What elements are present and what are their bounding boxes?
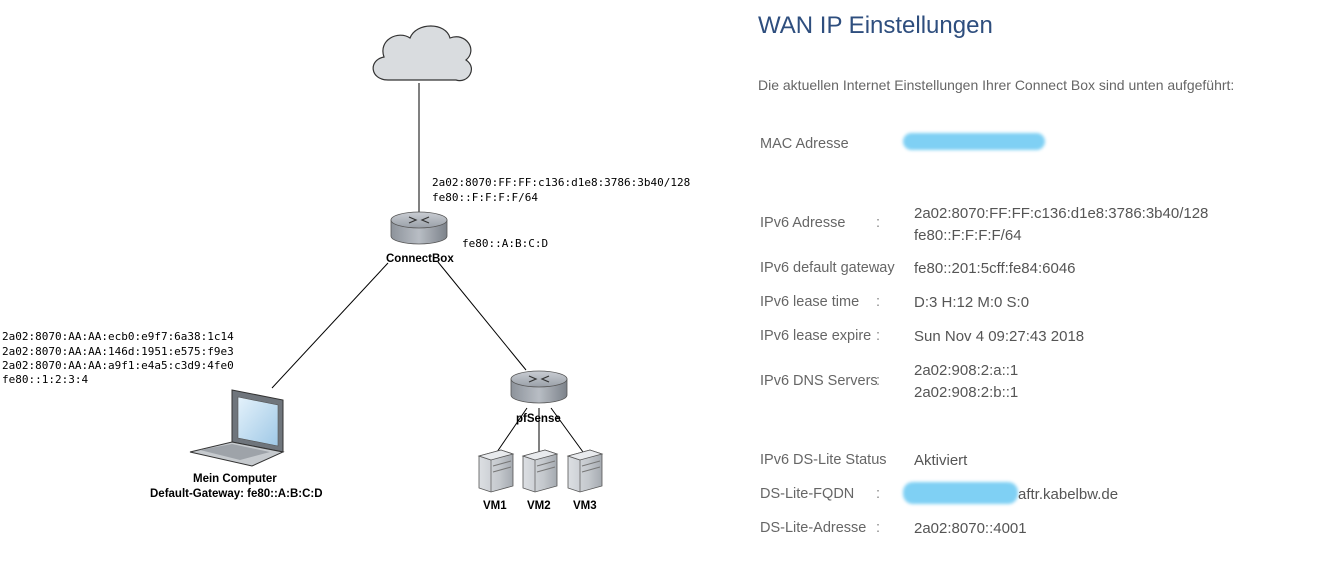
link-pfsense-vm1 [496,407,528,453]
redacted-mac-value [903,133,1045,150]
panel-intro: Die aktuellen Internet Einstellungen Ihr… [758,77,1235,93]
separator: : [876,520,881,536]
router-icon [390,211,448,245]
computer-address-1: 2a02:8070:AA:AA:ecb0:e9f7:6a38:1c14 [2,330,234,343]
ipv6-dns-value: 2a02:908:2:a::1 [914,362,1019,379]
ipv6-address-values: 2a02:8070:FF:FF:c136:d1e8:3786:3b40/128 … [914,203,1208,247]
connectbox-lan-address: fe80::A:B:C:D [462,237,548,250]
computer-address-3: 2a02:8070:AA:AA:a9f1:e4a5:c3d9:4fe0 [2,359,234,372]
server-icon [477,449,515,493]
cloud-icon [372,25,472,82]
ipv6-address-value: fe80::F:F:F:F/64 [914,227,1022,244]
dslite-status-label: IPv6 DS-Lite Status [760,452,887,468]
separator: : [876,260,881,276]
separator: : [876,486,881,502]
computer-gateway-label: Default-Gateway: fe80::A:B:C:D [150,488,323,500]
ipv6-address-label: IPv6 Adresse [760,215,846,231]
server-icon [521,449,559,493]
ipv6-address-value: 2a02:8070:FF:FF:c136:d1e8:3786:3b40/128 [914,205,1209,222]
computer-address-4: fe80::1:2:3:4 [2,373,88,386]
page-title: WAN IP Einstellungen [758,12,993,39]
dslite-status-value: Aktiviert [914,452,968,469]
network-diagram: ConnectBox 2a02:8070:FF:FF:c136:d1e8:378… [2,25,690,512]
ipv6-lease-expire-value: Sun Nov 4 09:27:43 2018 [914,328,1085,345]
computer-address-2: 2a02:8070:AA:AA:146d:1951:e575:f9e3 [2,345,234,358]
ipv6-gateway-label: IPv6 default gateway [760,260,895,276]
connectbox-wan-line-2: fe80::F:F:F:F/64 [432,191,538,204]
vm3-label: VM3 [573,500,597,512]
ipv6-lease-time-label: IPv6 lease time [760,294,860,310]
separator: : [876,452,881,468]
redacted-fqdn-prefix [903,482,1018,504]
dslite-fqdn-label: DS-Lite-FQDN [760,486,855,502]
network-links [271,83,584,453]
connectbox-wan-line-1: 2a02:8070:FF:FF:c136:d1e8:3786:3b40/128 [432,176,690,189]
ipv6-dns-label: IPv6 DNS Servers [760,373,878,389]
mac-address-label: MAC Adresse [760,136,849,152]
link-pfsense-vm3 [550,407,584,453]
pfsense-label: pfSense [516,413,561,425]
wan-ip-settings-panel: WAN IP Einstellungen Die aktuellen Inter… [758,0,1318,564]
server-icon [566,449,604,493]
dslite-address-label: DS-Lite-Adresse [760,520,867,536]
separator: : [876,294,881,310]
separator: : [876,328,881,344]
ipv6-dns-value: 2a02:908:2:b::1 [914,384,1019,401]
ipv6-dns-values: 2a02:908:2:a::1 2a02:908:2:b::1 [914,360,1018,404]
router-icon [510,370,568,404]
dslite-address-value: 2a02:8070::4001 [914,520,1027,537]
dslite-fqdn-value: aftr.kabelbw.de [1018,486,1119,503]
link-connectbox-computer [271,262,389,389]
ipv6-lease-expire-label: IPv6 lease expire [760,328,872,344]
vm2-label: VM2 [527,500,551,512]
ipv6-lease-time-value: D:3 H:12 M:0 S:0 [914,294,1030,311]
separator: : [876,215,881,231]
laptop-icon [189,389,285,467]
separator: : [876,373,881,389]
vm1-label: VM1 [483,500,507,512]
link-connectbox-pfsense [437,261,527,371]
computer-label: Mein Computer [193,473,277,485]
ipv6-gateway-value: fe80::201:5cff:fe84:6046 [914,260,1076,277]
connectbox-label: ConnectBox [386,253,454,265]
